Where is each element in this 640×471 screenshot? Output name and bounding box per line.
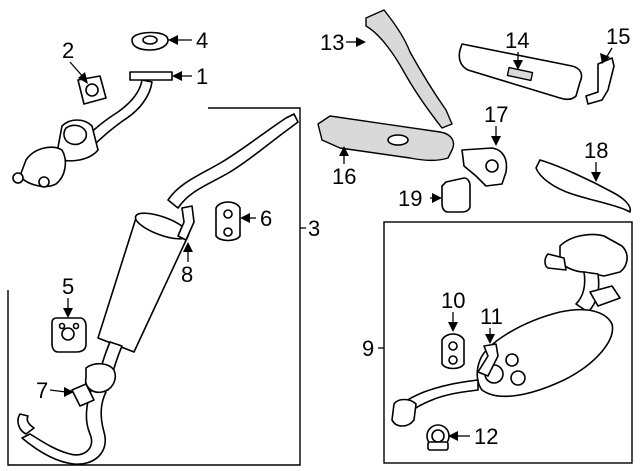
heat-shield-18 xyxy=(535,159,632,213)
callout-8: 8 xyxy=(181,262,193,287)
arrow-19 xyxy=(432,193,442,203)
callout-4: 4 xyxy=(196,28,208,53)
group-frame-9 xyxy=(383,221,633,464)
muffler-assembly xyxy=(17,113,299,465)
callout-7: 7 xyxy=(36,378,48,403)
callout-14: 14 xyxy=(505,28,529,53)
arrow-8 xyxy=(183,242,193,252)
bracket-15 xyxy=(585,57,615,105)
callout-10: 10 xyxy=(441,288,465,313)
arrow-7 xyxy=(64,387,74,397)
rear-muffler-assembly xyxy=(391,233,628,427)
callout-9: 9 xyxy=(362,336,374,361)
insulator-10 xyxy=(441,333,465,370)
arrow-15 xyxy=(600,53,610,64)
callout-17: 17 xyxy=(484,102,508,127)
callout-11: 11 xyxy=(480,304,503,329)
callout-3: 3 xyxy=(308,216,320,241)
arrow-18 xyxy=(591,172,601,182)
callout-1: 1 xyxy=(196,64,208,89)
clamp xyxy=(71,383,95,407)
callout-2: 2 xyxy=(62,38,74,63)
gasket xyxy=(131,31,169,51)
callout-5: 5 xyxy=(62,274,74,299)
rubber-insulator xyxy=(215,201,241,242)
mount-17-boss xyxy=(485,159,499,173)
arrow-4 xyxy=(168,35,178,45)
callout-12: 12 xyxy=(474,424,498,449)
heat-shield-14-slot xyxy=(506,66,534,82)
leader-7 xyxy=(49,389,67,393)
mount-17 xyxy=(461,147,508,187)
callout-13: 13 xyxy=(320,30,344,55)
callout-18: 18 xyxy=(584,138,608,163)
arrow-11 xyxy=(485,334,495,344)
arrow-13 xyxy=(356,37,366,47)
heat-shield-16 xyxy=(317,115,455,161)
callout-6: 6 xyxy=(260,206,272,231)
flange-gasket xyxy=(77,75,107,105)
front-exhaust-pipe xyxy=(12,71,173,188)
heat-shield-16-hole xyxy=(387,134,409,146)
heat-shield-13 xyxy=(365,9,453,129)
callout-19: 19 xyxy=(398,186,422,211)
arrow-1 xyxy=(172,71,182,81)
arrow-10 xyxy=(448,322,458,332)
clamp-12 xyxy=(426,424,450,451)
arrow-6 xyxy=(240,213,250,223)
arrow-12 xyxy=(448,431,458,441)
arrow-5 xyxy=(63,308,73,318)
hanger-11 xyxy=(477,343,499,377)
hanger-bracket xyxy=(51,317,87,353)
insulator-19 xyxy=(441,177,471,213)
callout-16: 16 xyxy=(332,164,356,189)
arrow-14 xyxy=(513,60,523,70)
hanger xyxy=(177,205,195,241)
callout-15: 15 xyxy=(606,24,630,49)
arrow-2 xyxy=(78,72,88,84)
arrow-16 xyxy=(339,146,349,156)
arrow-17 xyxy=(491,136,501,146)
group-frame-3 xyxy=(7,107,301,466)
